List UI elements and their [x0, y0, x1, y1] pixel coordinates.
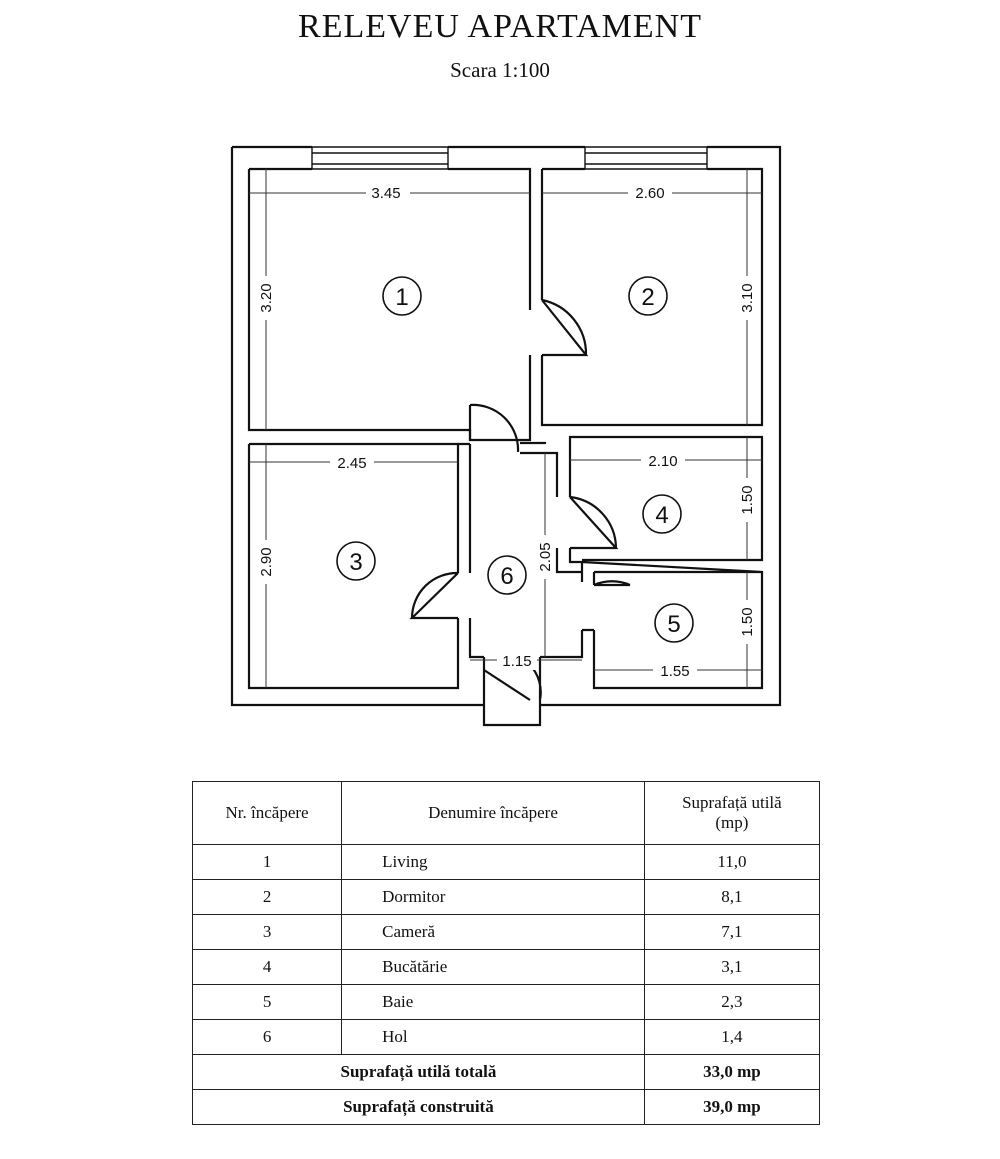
door-hall-kitchen	[569, 495, 619, 550]
cell-nr: 5	[191, 984, 343, 1020]
header-room-name: Denumire încăpere	[341, 781, 645, 845]
room-4-marker	[642, 494, 682, 534]
table-row: 5 Baie 2,3	[191, 984, 821, 1020]
built-area-value: 39,0 mp	[643, 1089, 821, 1125]
dim-room1-height: 3.20	[258, 283, 275, 312]
dim-room4-width: 2.10	[648, 453, 677, 470]
cell-area: 11,0	[643, 844, 821, 880]
outer-wall	[230, 145, 782, 707]
room-2-number: 2	[641, 284, 654, 311]
header-area: Suprafață utilă(mp)	[643, 781, 821, 845]
cell-nr: 6	[191, 1019, 343, 1055]
cell-area: 1,4	[643, 1019, 821, 1055]
dim-room5-width: 1.55	[660, 663, 689, 680]
header-room-number: Nr. încăpere	[191, 781, 343, 845]
table-header-row: Nr. încăpere Denumire încăpere Suprafață…	[191, 781, 821, 845]
dim-room5-height: 1.50	[739, 607, 756, 636]
table-row: 1 Living 11,0	[191, 844, 821, 880]
built-area-label: Suprafață construită	[192, 1089, 645, 1125]
dim-room2-height: 3.10	[739, 283, 756, 312]
room-5-marker	[654, 603, 694, 643]
hall-inner	[458, 442, 582, 574]
room-5-number: 5	[667, 611, 680, 638]
door-living-bedroom	[541, 298, 589, 357]
cell-name: Living	[341, 844, 645, 880]
total-useful-value: 33,0 mp	[643, 1054, 821, 1090]
room-6-marker	[487, 555, 527, 595]
built-area-row: Suprafață construită 39,0 mp	[192, 1089, 821, 1125]
page-title: RELEVEU APARTAMENT	[298, 8, 702, 45]
cell-name: Dormitor	[341, 879, 645, 915]
door-hall-bath	[582, 580, 631, 632]
room-1-number: 1	[395, 284, 408, 311]
dim-room2-width: 2.60	[635, 185, 664, 202]
cell-nr: 1	[191, 844, 343, 880]
room-6-number: 6	[500, 563, 513, 590]
total-useful-row: Suprafață utilă totală 33,0 mp	[192, 1054, 821, 1090]
cell-name: Baie	[341, 984, 645, 1020]
door-hall-room3	[409, 571, 459, 620]
room-2-outline	[540, 167, 764, 427]
cell-area: 7,1	[643, 914, 821, 950]
table-row: 6 Hol 1,4	[191, 1019, 821, 1055]
rooms-table: Nr. încăpere Denumire încăpere Suprafață…	[191, 781, 821, 1125]
scale-label: Scara 1:100	[450, 58, 550, 82]
dim-room3-height: 2.90	[258, 547, 275, 576]
window-bedroom	[584, 146, 708, 170]
room-3-marker	[336, 541, 376, 581]
table-row: 2 Dormitor 8,1	[191, 879, 821, 915]
dim-room1-width: 3.45	[371, 185, 400, 202]
cell-name: Hol	[341, 1019, 645, 1055]
cell-area: 2,3	[643, 984, 821, 1020]
room-4-number: 4	[655, 502, 668, 529]
cell-nr: 2	[191, 879, 343, 915]
hall-walls	[468, 435, 764, 690]
cell-area: 8,1	[643, 879, 821, 915]
floor-plan: 3.45 3.20 2.60 3.10 2.45 2.90 2.10 1.50 …	[230, 145, 782, 727]
table-row: 4 Bucătărie 3,1	[191, 949, 821, 985]
dim-hall-height: 2.05	[537, 542, 554, 571]
dim-room3-width: 2.45	[337, 455, 366, 472]
door-living-hall	[468, 403, 520, 453]
room-3-number: 3	[349, 549, 362, 576]
room-2-marker	[628, 276, 668, 316]
room-1-marker	[382, 276, 422, 316]
dim-hall-width: 1.15	[502, 653, 531, 670]
window-living	[311, 146, 449, 170]
total-useful-label: Suprafață utilă totală	[192, 1054, 645, 1090]
dim-room4-height: 1.50	[739, 485, 756, 514]
table-row: 3 Cameră 7,1	[191, 914, 821, 950]
cell-nr: 3	[191, 914, 343, 950]
cell-nr: 4	[191, 949, 343, 985]
cell-name: Bucătărie	[341, 949, 645, 985]
cell-area: 3,1	[643, 949, 821, 985]
cell-name: Cameră	[341, 914, 645, 950]
